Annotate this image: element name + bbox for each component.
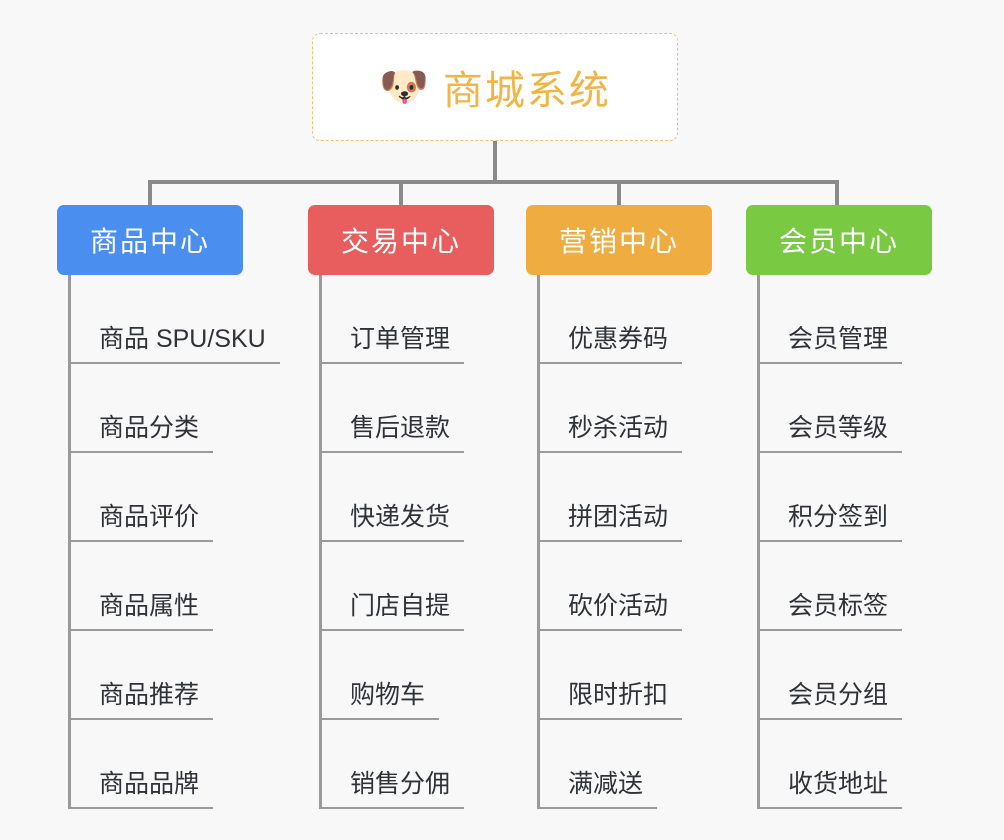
connector-branch-drop-1 <box>148 180 152 206</box>
leaf-label: 售后退款 <box>322 414 465 453</box>
leaf-label: 限时折扣 <box>540 681 683 720</box>
leaf-list-1: 商品 SPU/SKU 商品分类 商品评价 商品属性 商品推荐 商品品牌 <box>57 275 307 809</box>
branch-column-3: 营销中心 优惠券码 秒杀活动 拼团活动 砍价活动 限时折扣 满减送 <box>526 205 746 809</box>
leaf-item[interactable]: 商品品牌 <box>57 720 307 809</box>
leaf-list-2: 订单管理 售后退款 快递发货 门店自提 购物车 销售分佣 <box>308 275 558 809</box>
branch-column-4: 会员中心 会员管理 会员等级 积分签到 会员标签 会员分组 收货地址 <box>746 205 966 809</box>
leaf-label: 商品推荐 <box>71 681 214 720</box>
connector-branch-drop-3 <box>617 180 621 206</box>
leaf-label: 收货地址 <box>760 770 903 809</box>
branch-column-1: 商品中心 商品 SPU/SKU 商品分类 商品评价 商品属性 商品推荐 商品品牌 <box>57 205 307 809</box>
leaf-label: 会员管理 <box>760 325 903 364</box>
leaf-label: 商品属性 <box>71 592 214 631</box>
leaf-label: 会员分组 <box>760 681 903 720</box>
branch-header-1[interactable]: 商品中心 <box>57 205 243 275</box>
leaf-item[interactable]: 会员管理 <box>746 275 966 364</box>
root-node-label: 商城系统 <box>442 69 611 113</box>
connector-branch-drop-2 <box>399 180 403 206</box>
branch-header-3[interactable]: 营销中心 <box>526 205 712 275</box>
leaf-label: 商品分类 <box>71 414 214 453</box>
leaf-item[interactable]: 限时折扣 <box>526 631 746 720</box>
leaf-item[interactable]: 商品属性 <box>57 542 307 631</box>
leaf-item[interactable]: 收货地址 <box>746 720 966 809</box>
branch-header-label-4: 会员中心 <box>778 226 899 257</box>
leaf-item[interactable]: 购物车 <box>308 631 558 720</box>
leaf-item[interactable]: 订单管理 <box>308 275 558 364</box>
leaf-label: 门店自提 <box>322 592 465 631</box>
leaf-item[interactable]: 销售分佣 <box>308 720 558 809</box>
leaf-item[interactable]: 砍价活动 <box>526 542 746 631</box>
leaf-item[interactable]: 会员等级 <box>746 364 966 453</box>
leaf-item[interactable]: 商品 SPU/SKU <box>57 275 307 364</box>
leaf-label: 优惠券码 <box>540 325 683 364</box>
leaf-label: 会员标签 <box>760 592 903 631</box>
leaf-list-3: 优惠券码 秒杀活动 拼团活动 砍价活动 限时折扣 满减送 <box>526 275 746 809</box>
connector-branch-drop-4 <box>835 180 839 206</box>
leaf-item[interactable]: 快递发货 <box>308 453 558 542</box>
root-node-shop-system[interactable]: 🐶 商城系统 <box>312 33 678 141</box>
leaf-label: 商品评价 <box>71 503 214 542</box>
branch-spine-1 <box>68 275 71 809</box>
leaf-label: 秒杀活动 <box>540 414 683 453</box>
leaf-label: 满减送 <box>540 770 658 809</box>
leaf-item[interactable]: 商品推荐 <box>57 631 307 720</box>
leaf-item[interactable]: 满减送 <box>526 720 746 809</box>
leaf-label: 销售分佣 <box>322 770 465 809</box>
leaf-label: 拼团活动 <box>540 503 683 542</box>
leaf-label: 商品品牌 <box>71 770 214 809</box>
leaf-item[interactable]: 优惠券码 <box>526 275 746 364</box>
leaf-label: 购物车 <box>322 681 440 720</box>
leaf-item[interactable]: 门店自提 <box>308 542 558 631</box>
branch-spine-4 <box>757 275 760 809</box>
leaf-item[interactable]: 会员标签 <box>746 542 966 631</box>
connector-horizontal-bus <box>148 180 839 184</box>
leaf-label: 商品 SPU/SKU <box>71 325 280 364</box>
connector-root-drop <box>493 141 497 184</box>
leaf-label: 砍价活动 <box>540 592 683 631</box>
leaf-item[interactable]: 售后退款 <box>308 364 558 453</box>
branch-column-2: 交易中心 订单管理 售后退款 快递发货 门店自提 购物车 销售分佣 <box>308 205 558 809</box>
branch-header-label-2: 交易中心 <box>340 226 461 257</box>
branch-spine-3 <box>537 275 540 809</box>
branch-header-label-1: 商品中心 <box>89 226 210 257</box>
branch-header-4[interactable]: 会员中心 <box>746 205 932 275</box>
leaf-label: 快递发货 <box>322 503 465 542</box>
leaf-item[interactable]: 商品分类 <box>57 364 307 453</box>
leaf-item[interactable]: 商品评价 <box>57 453 307 542</box>
leaf-label: 积分签到 <box>760 503 903 542</box>
branch-header-label-3: 营销中心 <box>558 226 679 257</box>
leaf-item[interactable]: 秒杀活动 <box>526 364 746 453</box>
leaf-item[interactable]: 积分签到 <box>746 453 966 542</box>
branch-spine-2 <box>319 275 322 809</box>
leaf-label: 会员等级 <box>760 414 903 453</box>
leaf-list-4: 会员管理 会员等级 积分签到 会员标签 会员分组 收货地址 <box>746 275 966 809</box>
leaf-item[interactable]: 拼团活动 <box>526 453 746 542</box>
branch-header-2[interactable]: 交易中心 <box>308 205 494 275</box>
leaf-item[interactable]: 会员分组 <box>746 631 966 720</box>
shiba-dog-face-icon: 🐶 <box>379 65 429 109</box>
leaf-label: 订单管理 <box>322 325 465 364</box>
